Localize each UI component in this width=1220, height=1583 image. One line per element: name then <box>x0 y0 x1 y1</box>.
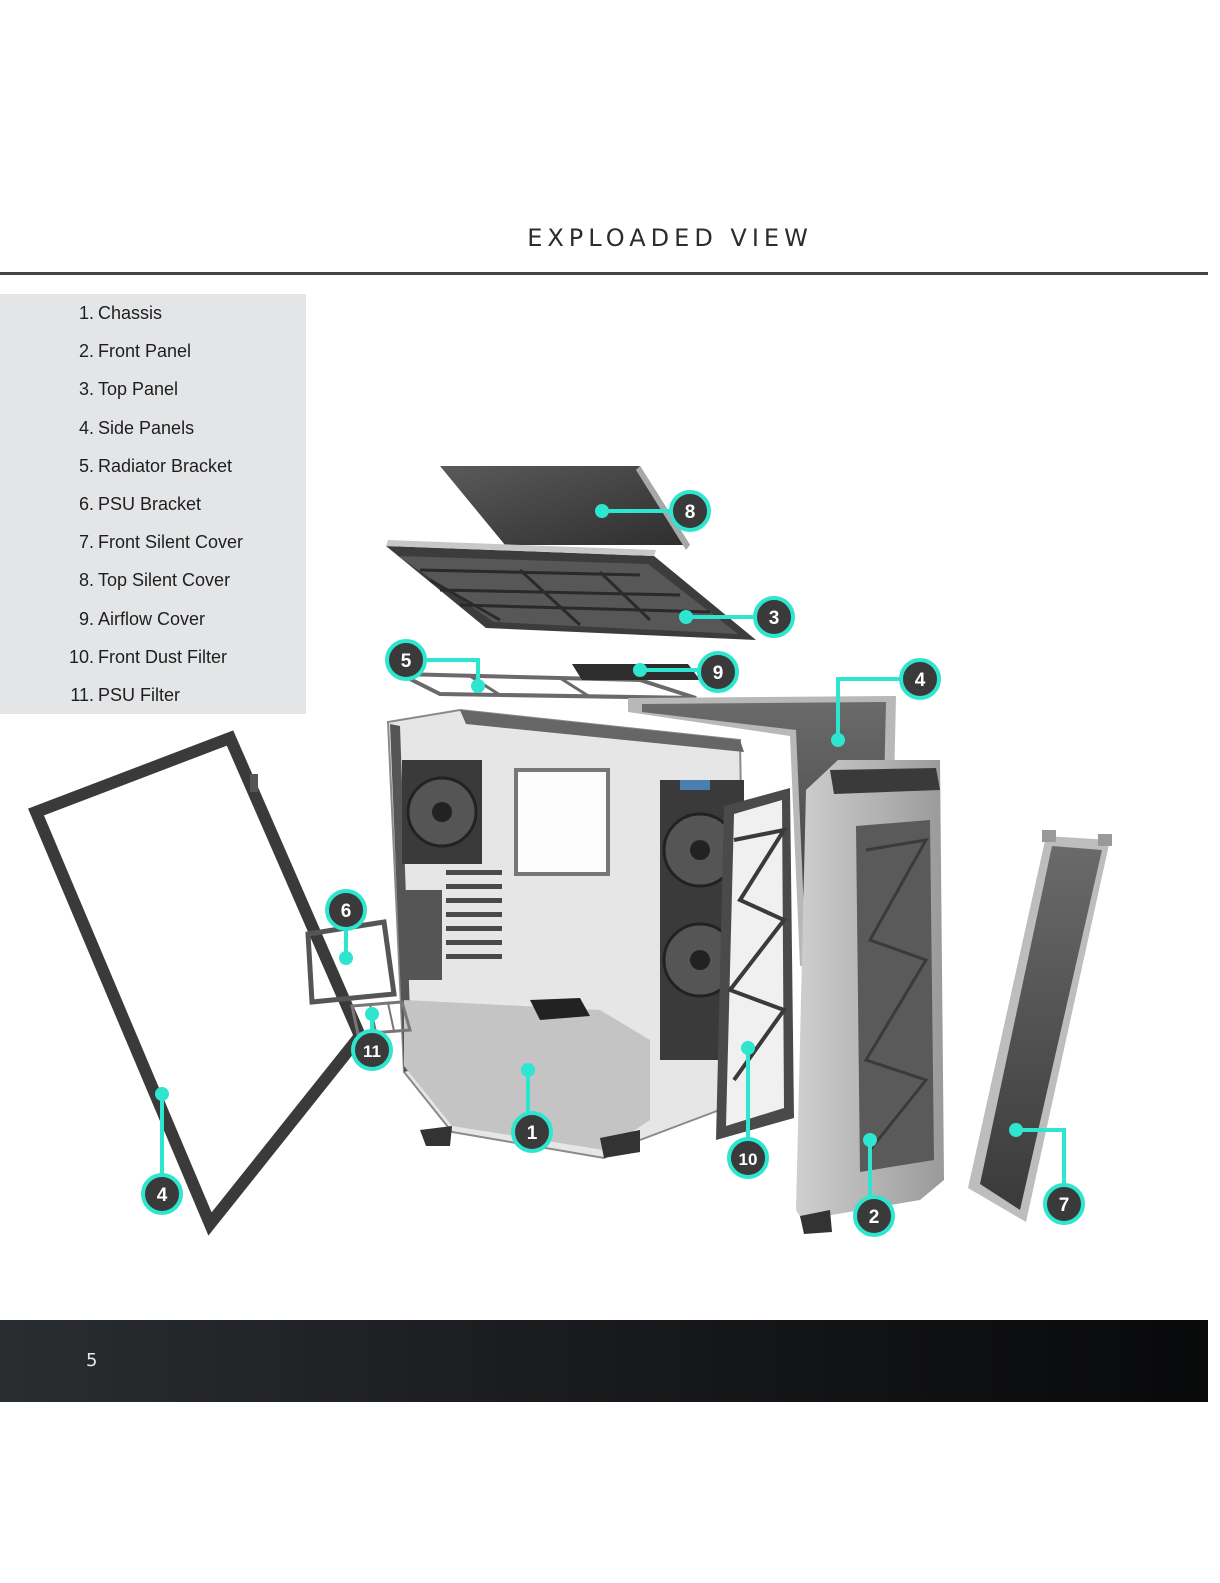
callout-badge: 10 <box>729 1139 767 1177</box>
callout-badge: 4 <box>143 1175 181 1213</box>
svg-text:6: 6 <box>341 901 352 922</box>
callout-badge: 11 <box>353 1031 391 1069</box>
svg-text:1: 1 <box>527 1123 538 1144</box>
svg-text:8: 8 <box>685 502 696 523</box>
svg-text:9: 9 <box>713 663 724 684</box>
callout-badge: 3 <box>755 598 793 636</box>
callout-badge: 6 <box>327 891 365 929</box>
callout-badge: 7 <box>1045 1185 1083 1223</box>
callout-badge: 4 <box>901 660 939 698</box>
callout-badge: 9 <box>699 653 737 691</box>
callout-badge: 2 <box>855 1197 893 1235</box>
callout-badge: 8 <box>671 492 709 530</box>
callout-badge: 1 <box>513 1113 551 1151</box>
callout-badge: 5 <box>387 641 425 679</box>
svg-text:11: 11 <box>363 1042 381 1061</box>
svg-text:10: 10 <box>739 1150 758 1169</box>
svg-text:5: 5 <box>401 651 412 672</box>
svg-text:3: 3 <box>769 608 780 629</box>
top-silent-cover <box>440 466 690 550</box>
front-silent-cover <box>968 830 1112 1222</box>
svg-text:7: 7 <box>1059 1195 1070 1216</box>
page-number: 5 <box>86 1350 97 1371</box>
page-footer: 5 <box>0 1320 1208 1402</box>
svg-text:4: 4 <box>915 670 926 691</box>
svg-text:2: 2 <box>869 1207 880 1228</box>
front-dust-filter <box>716 788 794 1140</box>
chassis <box>388 710 746 1158</box>
svg-text:4: 4 <box>157 1185 168 1206</box>
top-panel <box>386 540 756 640</box>
